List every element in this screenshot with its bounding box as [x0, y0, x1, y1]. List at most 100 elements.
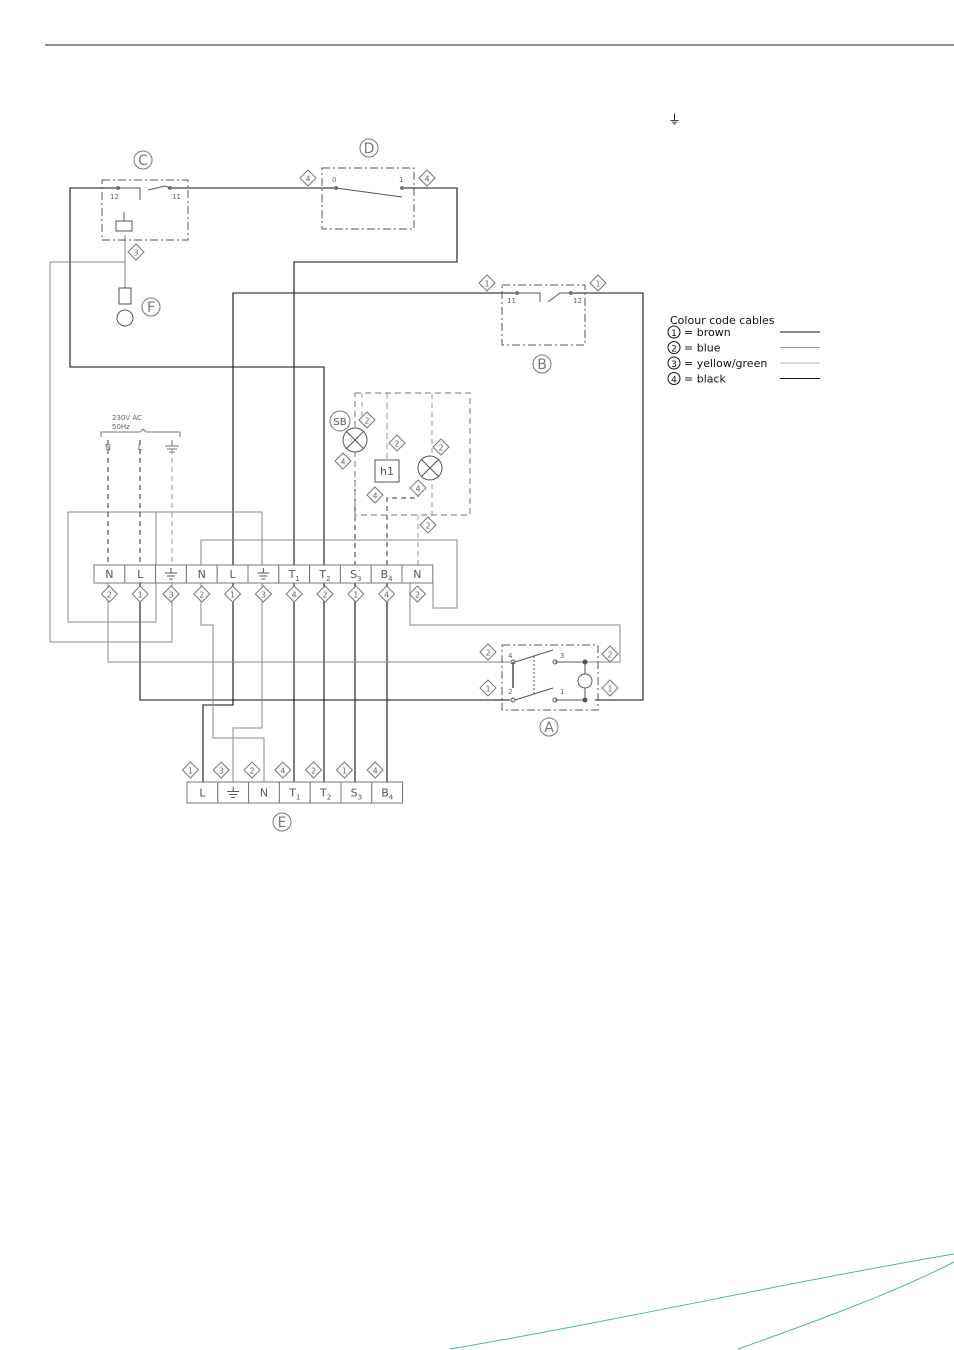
main-terminal-label: L — [137, 568, 144, 581]
a-contact-3: 3 — [560, 652, 564, 660]
legend-entry: 2 = blue — [668, 342, 820, 355]
main-terminal-code-text: 4 — [384, 591, 389, 600]
main-terminal-code: 1 — [348, 586, 364, 602]
wire-code-sb-top-text: 2 — [364, 417, 369, 426]
main-terminal-code: 2 — [194, 586, 210, 602]
wire-code-d-right: 4 — [419, 170, 435, 186]
b-contact-12: 12 — [573, 297, 582, 305]
lamp-group: SB h1 — [330, 393, 470, 515]
a-label: A — [544, 720, 554, 736]
wire-code-lamp-top-text: 2 — [438, 444, 443, 453]
component-a: A 4 3 2 1 — [502, 645, 598, 736]
wire-code-h1-bot-text: 4 — [372, 492, 377, 501]
supply-l: L — [138, 443, 143, 452]
e-terminal-code: 1 — [182, 762, 198, 778]
wire-code-lamp-ret: 2 — [420, 517, 436, 533]
e-terminal-code: 2 — [244, 762, 260, 778]
wire-code-sb-bot-text: 4 — [340, 458, 345, 467]
legend-num: 2 — [671, 345, 677, 355]
main-terminal-label: N — [413, 568, 421, 581]
wire-code-a-br: 1 — [602, 680, 618, 696]
wire-code-b-right-text: 1 — [595, 280, 600, 289]
legend-text: = brown — [684, 326, 731, 339]
wire-code-a-tl-text: 2 — [485, 649, 490, 658]
c-contact-12: 12 — [110, 193, 119, 201]
legend-entry: 3 = yellow/green — [668, 357, 820, 370]
wire-code-c-out: 3 — [128, 244, 144, 260]
main-terminal-cell — [156, 565, 187, 583]
component-f: F — [117, 262, 160, 326]
d-label: D — [364, 141, 375, 157]
e-terminal-code-text: 2 — [311, 767, 316, 776]
e-terminal-code-text: 3 — [219, 767, 224, 776]
e-terminal-code: 1 — [336, 762, 352, 778]
component-d: D 0 1 — [322, 139, 414, 229]
e-terminal-code: 3 — [213, 762, 229, 778]
e-terminal-code-text: 2 — [249, 767, 254, 776]
wire-code-a-bl-text: 1 — [485, 685, 490, 694]
wire-code-b-left: 1 — [479, 275, 495, 291]
sb-label: SB — [333, 417, 346, 428]
legend-num: 3 — [671, 360, 677, 370]
main-terminal-code-text: 2 — [199, 591, 204, 600]
black-wires — [70, 188, 643, 782]
wire-code-b-right: 1 — [590, 275, 606, 291]
wire-code-a-br-text: 1 — [607, 685, 612, 694]
supply-voltage: 230V AC — [112, 414, 142, 422]
main-terminal-code-text: 1 — [353, 591, 358, 600]
component-b: B 11 12 — [502, 285, 585, 373]
main-terminal-code: 2 — [409, 586, 425, 602]
supply-n: N — [105, 443, 111, 452]
e-terminal-code-text: 1 — [188, 767, 193, 776]
wire-code-d-left: 4 — [300, 170, 316, 186]
main-terminal-code: 3 — [163, 586, 179, 602]
wire-code-c-out-text: 3 — [133, 249, 138, 258]
main-terminal-code-text: 1 — [138, 591, 143, 600]
wire-code-a-tl: 2 — [480, 644, 496, 660]
wire-code-h1-top-text: 2 — [394, 440, 399, 449]
main-terminal-code: 4 — [286, 586, 302, 602]
main-terminal-label: L — [230, 568, 237, 581]
e-terminal-code: 4 — [275, 762, 291, 778]
legend-text: = blue — [684, 342, 721, 355]
wire-code-b-left-text: 1 — [484, 280, 489, 289]
b-label: B — [537, 357, 547, 373]
e-terminal-code-text: 1 — [342, 767, 347, 776]
wire-code-sb-top: 2 — [359, 412, 375, 428]
supply-group: 230V AC 50Hz N L — [101, 414, 180, 452]
main-terminal-code-text: 1 — [230, 591, 235, 600]
e-terminal-code-text: 4 — [280, 767, 285, 776]
main-terminal-code-text: 3 — [168, 591, 173, 600]
h1-label: h1 — [380, 465, 394, 478]
c-label: C — [138, 153, 148, 169]
e-terminal-label: L — [199, 787, 206, 800]
f-label: F — [147, 300, 155, 316]
decorative-swoosh — [450, 1254, 954, 1349]
a-contact-2: 2 — [508, 688, 512, 696]
e-terminal-code-text: 4 — [373, 767, 378, 776]
wire-code-sb-bot: 4 — [335, 453, 351, 469]
e-terminal-label: N — [260, 787, 268, 800]
legend-text: = black — [684, 373, 727, 386]
b-contact-11: 11 — [507, 297, 516, 305]
wire-code-d-right-text: 4 — [424, 175, 429, 184]
legend-text: = yellow/green — [684, 357, 767, 370]
main-terminal-code-text: 4 — [292, 591, 297, 600]
main-terminal-code-text: 2 — [107, 591, 112, 600]
main-terminal-code-text: 2 — [322, 591, 327, 600]
main-terminal-code: 4 — [379, 586, 395, 602]
component-e-marker: E — [273, 813, 291, 831]
legend-num: 1 — [671, 329, 677, 339]
d-contact-1: 1 — [399, 176, 403, 184]
wire-code-lamp-bot-text: 4 — [415, 485, 420, 494]
component-c: C 12 11 — [102, 151, 188, 240]
a-contact-1: 1 — [560, 688, 564, 696]
main-terminal-code-text: 2 — [415, 591, 420, 600]
ground-symbol-note: ⏚ — [668, 113, 681, 128]
c-contact-11: 11 — [172, 193, 181, 201]
legend-entry: 1 = brown — [668, 326, 820, 339]
wire-code-a-bl: 1 — [480, 680, 496, 696]
main-terminal-code: 1 — [132, 586, 148, 602]
